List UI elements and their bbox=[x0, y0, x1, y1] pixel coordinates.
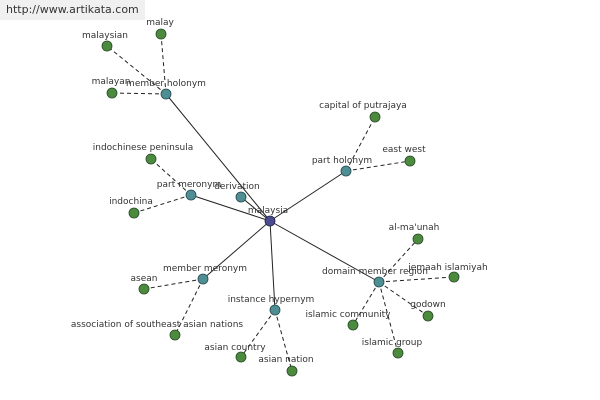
center-node-malaysia[interactable] bbox=[264, 215, 276, 227]
relation-node-instance-hypernym[interactable] bbox=[269, 304, 281, 316]
leaf-node-islamic-group[interactable] bbox=[392, 347, 404, 359]
leaf-label-islamic-group: islamic group bbox=[362, 338, 423, 348]
edge-instance-hypernym bbox=[269, 220, 276, 311]
leaf-node-malay[interactable] bbox=[155, 28, 167, 40]
leaf-node-indochinese-peninsula[interactable] bbox=[145, 153, 157, 165]
leaf-label-malaysian: malaysian bbox=[82, 31, 128, 41]
relation-node-part-holonym[interactable] bbox=[340, 165, 352, 177]
edge-capital-of-putrajaya bbox=[345, 116, 376, 172]
leaf-node-asean[interactable] bbox=[138, 283, 150, 295]
edge-islamic-group bbox=[378, 281, 399, 354]
leaf-label-islamic-community: islamic community bbox=[305, 310, 391, 320]
leaf-label-indochina: indochina bbox=[109, 197, 153, 207]
leaf-node-asian-nation[interactable] bbox=[286, 365, 298, 377]
leaf-label-jemaah-islamiyah: jemaah islamiyah bbox=[407, 263, 487, 273]
relation-label-instance-hypernym: instance hypernym bbox=[228, 295, 315, 305]
relation-node-member-holonym[interactable] bbox=[160, 88, 172, 100]
edge-islamic-community bbox=[352, 281, 380, 326]
relation-node-domain-member-region[interactable] bbox=[373, 276, 385, 288]
leaf-label-east-west: east west bbox=[382, 145, 426, 155]
leaf-node-indochina[interactable] bbox=[128, 207, 140, 219]
edge-asian-nation bbox=[274, 309, 293, 372]
edge-indochina bbox=[133, 194, 192, 214]
relation-node-member-meronym[interactable] bbox=[197, 273, 209, 285]
edge-malayan bbox=[111, 92, 167, 95]
leaf-label-godown: godown bbox=[410, 300, 446, 310]
leaf-label-al-ma-unah: al-ma'unah bbox=[389, 223, 440, 233]
edge-asean bbox=[143, 278, 204, 290]
leaf-label-malayan: malayan bbox=[92, 77, 131, 87]
leaf-node-godown[interactable] bbox=[422, 310, 434, 322]
relation-label-member-meronym: member meronym bbox=[163, 264, 247, 274]
graph-edges bbox=[106, 33, 455, 372]
leaf-node-malaysian[interactable] bbox=[101, 40, 113, 52]
leaf-node-islamic-community[interactable] bbox=[347, 319, 359, 331]
edge-asian-country bbox=[240, 309, 276, 358]
edge-east-west bbox=[345, 160, 411, 172]
relation-label-derivation: derivation bbox=[214, 182, 260, 192]
relation-label-part-holonym: part holonym bbox=[312, 156, 372, 166]
edge-malaysian bbox=[106, 45, 167, 95]
edge-member-holonym bbox=[165, 93, 271, 222]
leaf-label-capital-of-putrajaya: capital of putrajaya bbox=[319, 101, 407, 111]
watermark-url: http://www.artikata.com bbox=[0, 0, 145, 20]
edge-indochinese-peninsula bbox=[150, 158, 192, 196]
edge-member-meronym bbox=[202, 220, 271, 280]
leaf-node-capital-of-putrajaya[interactable] bbox=[369, 111, 381, 123]
edge-association-of-southeast-asian-nations bbox=[174, 278, 204, 336]
leaf-label-association-of-southeast-asian-nations: association of southeast asian nations bbox=[71, 320, 244, 330]
relation-label-member-holonym: member holonym bbox=[126, 79, 206, 89]
leaf-node-association-of-southeast-asian-nations[interactable] bbox=[169, 329, 181, 341]
leaf-label-asian-country: asian country bbox=[204, 343, 266, 353]
leaf-node-asian-country[interactable] bbox=[235, 351, 247, 363]
edge-domain-member-region bbox=[269, 220, 380, 283]
edge-part-holonym bbox=[269, 170, 347, 222]
leaf-label-asian-nation: asian nation bbox=[258, 355, 313, 365]
relation-label-part-meronym: part meronym bbox=[157, 180, 221, 190]
leaf-node-jemaah-islamiyah[interactable] bbox=[448, 271, 460, 283]
edge-al-ma-unah bbox=[378, 238, 419, 283]
graph-labels: member holonym malay malaysian malayan part … bbox=[71, 18, 488, 365]
graph-nodes bbox=[101, 28, 460, 377]
edge-godown bbox=[378, 281, 429, 317]
relation-node-part-meronym[interactable] bbox=[185, 189, 197, 201]
leaf-label-malay: malay bbox=[146, 18, 174, 28]
center-label-malaysia: malaysia bbox=[248, 206, 288, 216]
edge-derivation bbox=[240, 196, 271, 222]
edge-jemaah-islamiyah bbox=[378, 276, 455, 283]
leaf-node-al-ma-unah[interactable] bbox=[412, 233, 424, 245]
leaf-node-east-west[interactable] bbox=[404, 155, 416, 167]
edge-part-meronym bbox=[190, 194, 271, 222]
leaf-node-malayan[interactable] bbox=[106, 87, 118, 99]
leaf-label-indochinese-peninsula: indochinese peninsula bbox=[93, 143, 193, 153]
edge-malay bbox=[160, 33, 167, 95]
leaf-label-asean: asean bbox=[131, 274, 158, 284]
relation-label-domain-member-region: domain member region bbox=[322, 267, 428, 277]
relation-node-derivation[interactable] bbox=[235, 191, 247, 203]
